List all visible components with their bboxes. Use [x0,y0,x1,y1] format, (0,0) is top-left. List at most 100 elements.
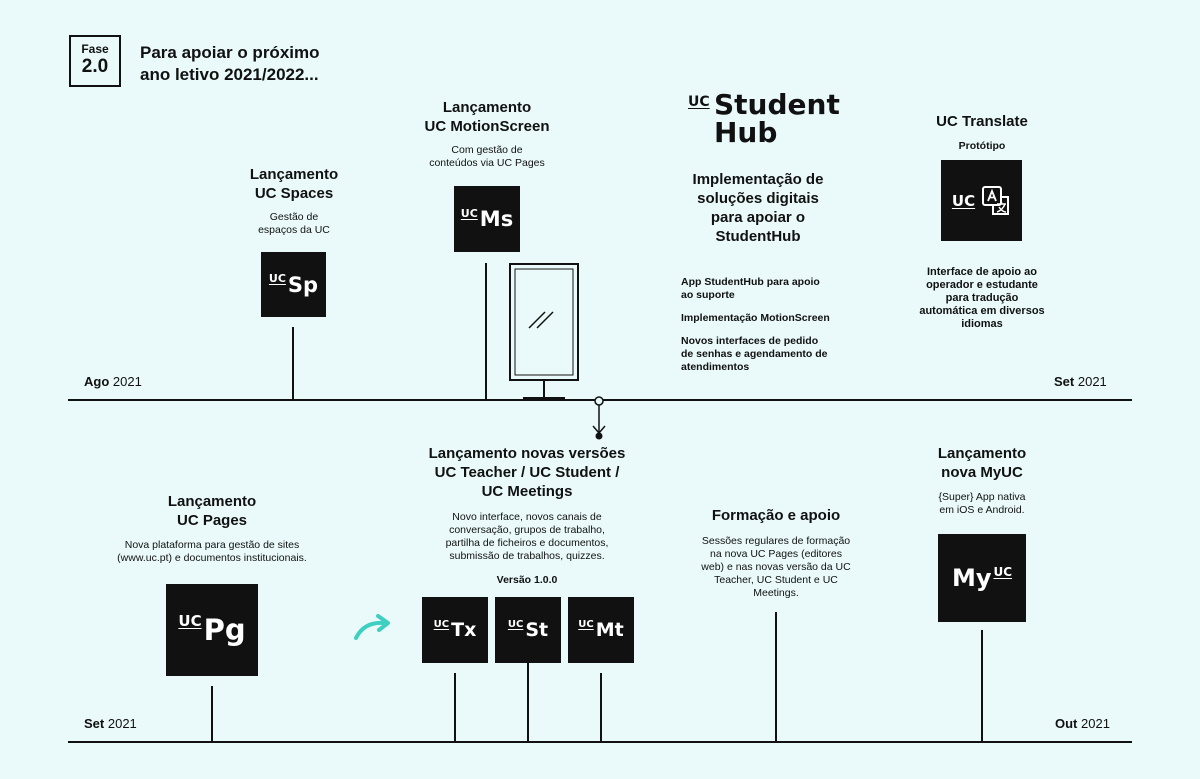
uc-meetings-logo-text: Mt [595,619,624,641]
studenthub-item3-line1: Novos interfaces de pedido [681,335,819,347]
page-title: Para apoiar o próximo ano letivo 2021/20… [140,42,320,86]
curved-arrow-icon [354,614,390,640]
new-versions-desc-line3: partilha de ficheiros e documentos, [445,537,609,549]
uc-spaces-logo-text: Sp [287,272,319,297]
phase-badge-label: Fase [81,42,109,56]
studenthub-item3-line2: de senhas e agendamento de [681,348,828,360]
training-connector [775,612,777,741]
studenthub-title-line3: para apoiar o [710,209,806,226]
training-desc-line3: web) e nas novas versão da UC [701,561,851,573]
uc-spaces-title-line2: UC Spaces [254,185,334,202]
uc-translate-desc-line1: Interface de apoio ao [926,266,1038,278]
uc-translate-block: UC Translate Protótipo [902,112,1062,153]
training-desc-line4: Teacher, UC Student e UC [714,574,838,586]
bottom-start-year: 2021 [107,716,137,731]
uc-student-connector [527,663,529,741]
studenthub-title: Implementação de soluções digitais para … [668,170,848,246]
uc-teacher-logo-uc: UC [433,618,450,630]
uc-motionscreen-connector [485,263,487,399]
top-start-date: Ago 2021 [84,374,142,389]
uc-motionscreen-title-line2: UC MotionScreen [424,118,550,135]
training-block: Formação e apoio Sessões regulares de fo… [686,506,866,600]
studenthub-item3-line3: atendimentos [681,361,750,373]
uc-spaces-logo-uc: UC [268,272,286,285]
uc-translate-subtitle: Protótipo [958,140,1006,152]
uc-pages-block: Lançamento UC Pages Nova plataforma para… [92,492,332,565]
studenthub-title-line1: Implementação de [692,171,824,188]
top-start-month: Ago [84,374,110,389]
new-versions-title-line1: Lançamento novas versões [428,445,626,462]
new-versions-desc-line2: conversação, grupos de trabalho, [449,524,605,536]
uc-spaces-desc-line2: espaços da UC [258,224,330,236]
uc-translate-desc-line3: para tradução [945,292,1019,304]
uc-translate-desc-line4: automática em diversos [919,305,1045,317]
studenthub-item1-line2: ao suporte [681,289,735,301]
uc-pages-desc-line1: Nova plataforma para gestão de sites [124,539,300,551]
studenthub-logo-line1: Student [714,88,840,121]
uc-pages-title-line2: UC Pages [176,512,248,529]
uc-motionscreen-block: Lançamento UC MotionScreen Com gestão de… [397,98,577,170]
myuc-logo-uc: UC [993,565,1013,579]
training-desc-line1: Sessões regulares de formação [701,535,851,547]
bottom-end-month: Out [1055,716,1078,731]
uc-teacher-logo-text: Tx [451,619,477,641]
myuc-block: Lançamento nova MyUC {Super} App nativa … [902,444,1062,517]
phase-badge: Fase 2.0 [69,35,121,87]
new-versions-title-line3: UC Meetings [481,483,573,500]
new-versions-block: Lançamento novas versões UC Teacher / UC… [402,444,652,587]
uc-spaces-title-line1: Lançamento [249,166,339,183]
uc-pages-connector [211,686,213,741]
bottom-end-year: 2021 [1081,716,1110,731]
uc-motionscreen-desc-line2: conteúdos via UC Pages [429,157,545,169]
uc-pages-logo-uc: UC [178,612,202,630]
bottom-start-month: Set [84,716,105,731]
studenthub-item1-line1: App StudentHub para apoio [681,276,820,288]
uc-motionscreen-logo-text: Ms [479,207,514,231]
studenthub-item2: Implementação MotionScreen [681,312,830,324]
myuc-logo-text: My [951,564,992,592]
bottom-end-date: Out 2021 [1055,716,1110,731]
studenthub-items: App StudentHub para apoio ao suporte Imp… [681,276,851,374]
top-end-date: Set 2021 [1054,374,1107,389]
myuc-desc-line1: {Super} App nativa [938,491,1026,503]
uc-pages-desc-line2: (www.uc.pt) e documentos institucionais. [117,552,307,564]
new-versions-version: Versão 1.0.0 [496,574,558,586]
studenthub-title-line2: soluções digitais [697,190,819,207]
myuc-title-line2: nova MyUC [941,464,1023,481]
uc-meetings-logo-uc: UC [578,618,594,630]
new-versions-desc-line1: Novo interface, novos canais de [452,511,602,523]
uc-translate-desc: Interface de apoio ao operador e estudan… [892,266,1072,331]
translate-icon [982,185,1010,215]
phase-badge-number: 2.0 [81,56,109,77]
myuc-connector [981,630,983,741]
uc-spaces-block: Lançamento UC Spaces Gestão de espaços d… [214,165,374,237]
studenthub-logo-line2: Hub [714,116,778,149]
timeline-link-icon [592,396,606,440]
training-title: Formação e apoio [711,507,841,524]
training-desc-line5: Meetings. [753,587,799,599]
uc-translate-desc-line2: operador e estudante [926,279,1038,291]
new-versions-desc-line4: submissão de trabalhos, quizzes. [449,550,605,562]
uc-student-logo-uc: UC [507,618,524,630]
top-end-year: 2021 [1077,374,1107,389]
bottom-timeline-axis [68,741,1132,743]
uc-student-logo-text: St [525,619,549,641]
uc-motionscreen-logo-uc: UC [460,206,478,220]
uc-teacher-connector [454,673,456,741]
new-versions-title-line2: UC Teacher / UC Student / [434,464,620,481]
top-end-month: Set [1054,374,1075,389]
uc-motionscreen-desc-line1: Com gestão de [451,144,523,156]
studenthub-title-line4: StudentHub [715,228,801,245]
uc-translate-logo-uc: UC [951,191,976,210]
uc-pages-logo-text: Pg [203,613,246,647]
training-desc-line2: na nova UC Pages (editores [710,548,842,560]
uc-translate-logo: UC [941,160,1022,241]
bottom-start-date: Set 2021 [84,716,137,731]
uc-meetings-connector [600,673,602,741]
